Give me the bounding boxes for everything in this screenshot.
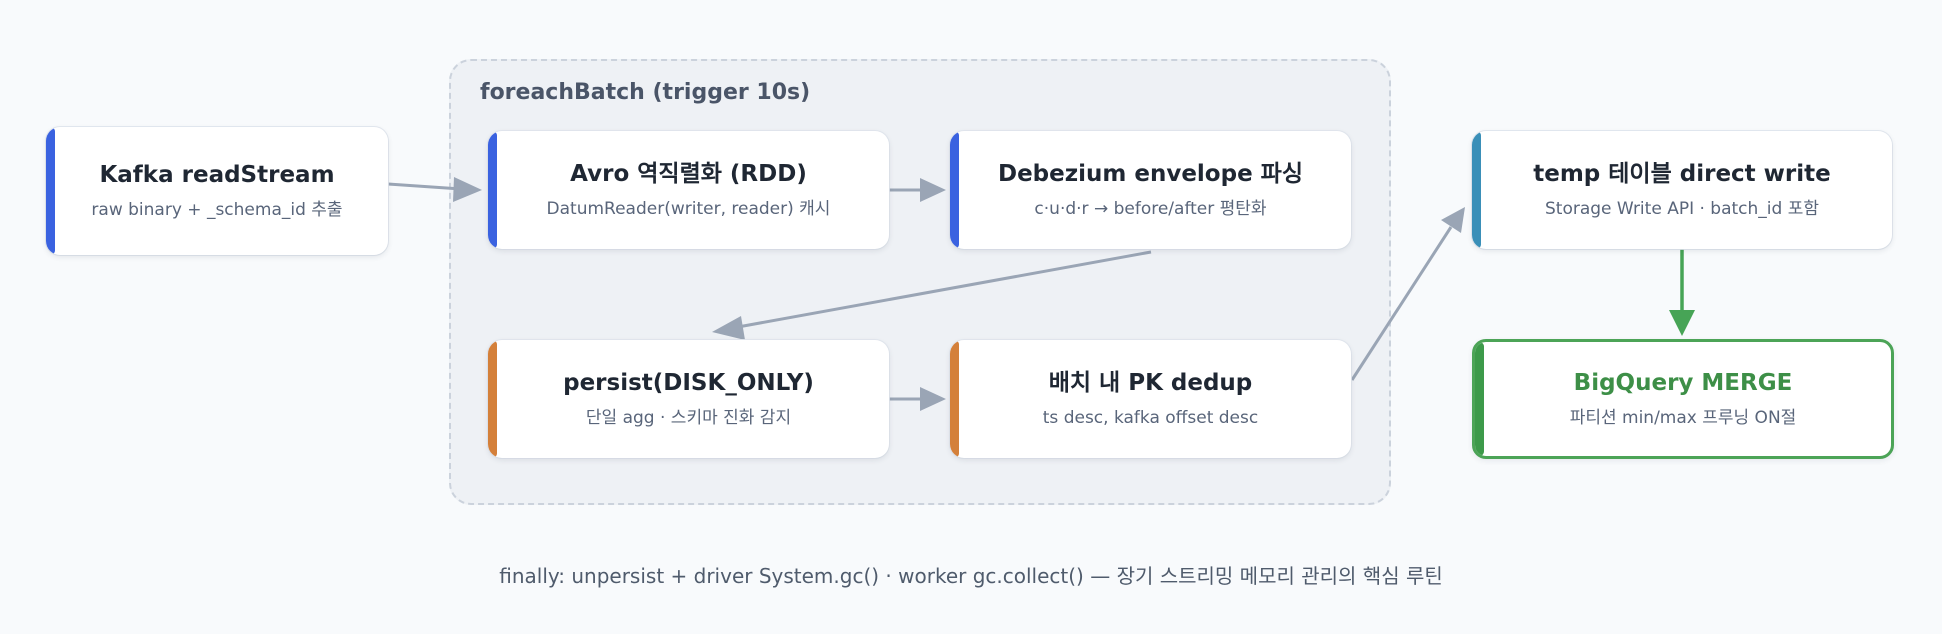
accent-bar (1472, 131, 1481, 249)
accent-bar (950, 131, 959, 249)
accent-bar (46, 127, 55, 255)
accent-bar (488, 340, 497, 458)
node-title: Debezium envelope 파싱 (997, 161, 1303, 187)
node-avro-deserialize: Avro 역직렬화 (RDD) DatumReader(writer, read… (488, 131, 889, 249)
footer-note: finally: unpersist + driver System.gc() … (499, 564, 1443, 588)
node-subtitle: DatumReader(writer, reader) 캐시 (546, 198, 831, 219)
arrowhead-temp-to-merge (1669, 310, 1695, 336)
node-title: 배치 내 PK dedup (1048, 370, 1253, 396)
node-kafka-readstream: Kafka readStream raw binary + _schema_id… (46, 127, 388, 255)
node-title: Avro 역직렬화 (RDD) (570, 161, 807, 187)
node-subtitle: 파티션 min/max 프루닝 ON절 (1569, 407, 1797, 428)
node-title: Kafka readStream (99, 162, 335, 188)
arrowhead-dedup-to-temp (1441, 207, 1465, 233)
node-subtitle: ts desc, kafka offset desc (1042, 407, 1259, 428)
node-title: temp 테이블 direct write (1533, 161, 1831, 187)
node-title: persist(DISK_ONLY) (563, 370, 814, 396)
node-debezium-parse: Debezium envelope 파싱 c·u·d·r → before/af… (950, 131, 1351, 249)
accent-bar (1475, 342, 1484, 456)
node-subtitle: raw binary + _schema_id 추출 (91, 199, 343, 220)
node-pk-dedup: 배치 내 PK dedup ts desc, kafka offset desc (950, 340, 1351, 458)
node-subtitle: c·u·d·r → before/after 평탄화 (1034, 198, 1267, 219)
node-subtitle: 단일 agg · 스키마 진화 감지 (585, 407, 792, 428)
node-title: BigQuery MERGE (1573, 370, 1793, 396)
node-temp-write: temp 테이블 direct write Storage Write API … (1472, 131, 1892, 249)
accent-bar (488, 131, 497, 249)
node-persist: persist(DISK_ONLY) 단일 agg · 스키마 진화 감지 (488, 340, 889, 458)
node-bigquery-merge: BigQuery MERGE 파티션 min/max 프루닝 ON절 (1472, 339, 1894, 459)
accent-bar (950, 340, 959, 458)
group-title: foreachBatch (trigger 10s) (480, 80, 811, 105)
node-subtitle: Storage Write API · batch_id 포함 (1544, 198, 1819, 219)
